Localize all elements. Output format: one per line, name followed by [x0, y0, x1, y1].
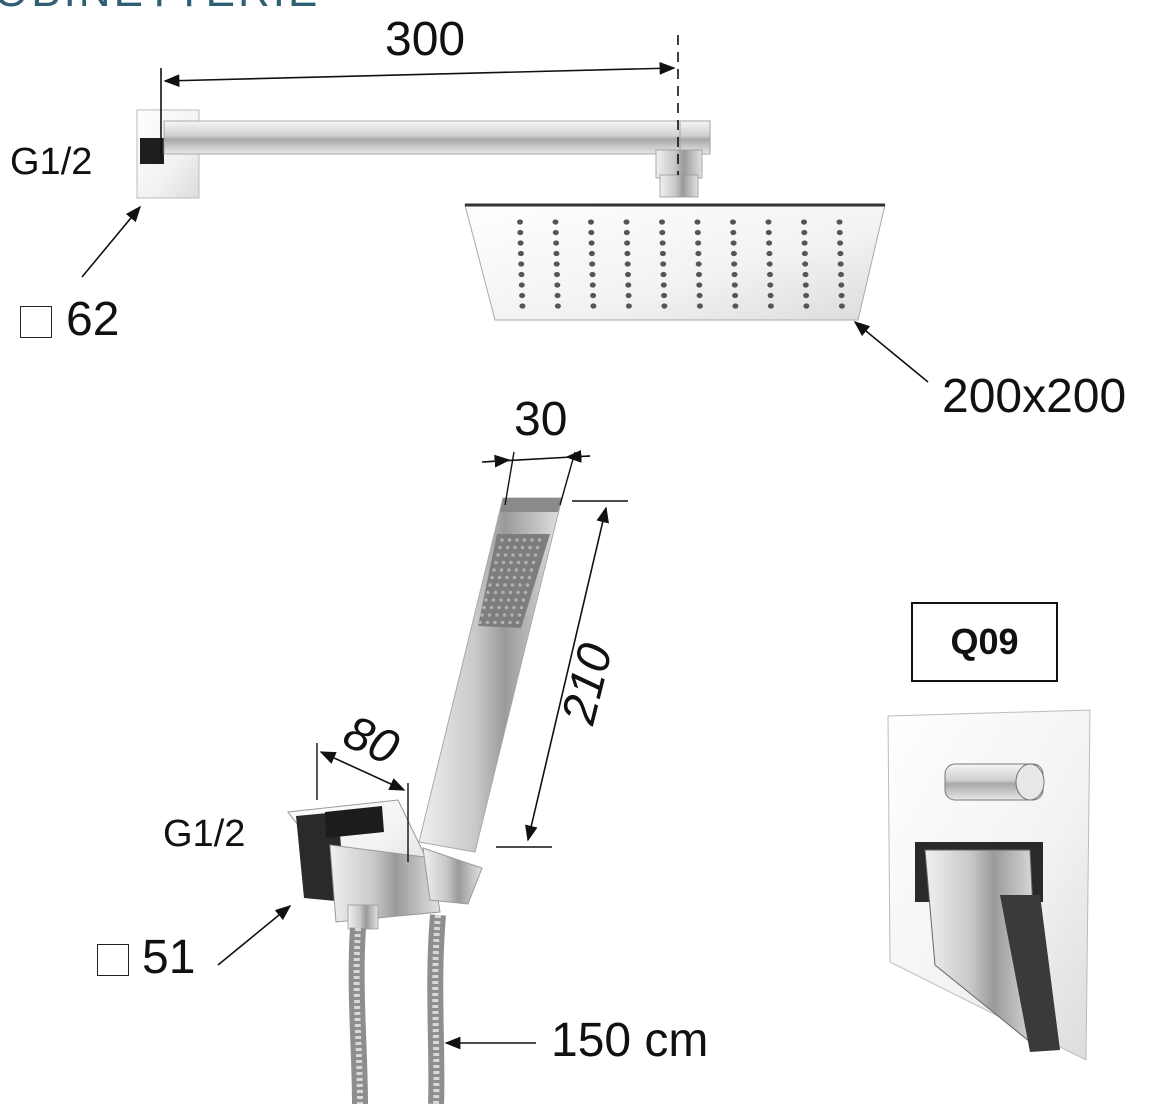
- square-section-icon-bottom: [97, 944, 129, 976]
- mixer-valve: [887, 709, 1091, 1061]
- dim-hand-length-line: [496, 500, 628, 848]
- dim-hand-width-line: [481, 449, 591, 506]
- leader-holder-flange: [217, 904, 292, 966]
- label-holder-flange: 51: [142, 931, 196, 984]
- label-head-size: 200x200: [942, 370, 1127, 423]
- label-flange-top: 62: [66, 293, 120, 346]
- hose: [348, 914, 446, 1104]
- leader-head-size: [853, 320, 929, 383]
- brand-logo-text: OBINETTERIE: [0, 0, 320, 14]
- square-section-icon-top: [20, 306, 52, 338]
- label-hose-length: 150 cm: [551, 1014, 709, 1067]
- shower-head: [464, 203, 886, 321]
- dim-arm-length-line: [160, 35, 679, 175]
- label-wall-thread-bottom: G1/2: [163, 813, 246, 855]
- wall-outlet-holder: [287, 799, 483, 930]
- shower-head-nozzles: [517, 219, 845, 309]
- leader-flange-top: [81, 205, 142, 278]
- label-wall-thread-top: G1/2: [10, 141, 93, 183]
- dim-holder-depth-line: [316, 743, 409, 862]
- shower-arm: [163, 120, 711, 198]
- label-hand-width: 30: [514, 393, 568, 446]
- hand-shower: [418, 497, 563, 853]
- model-code-box: Q09: [911, 602, 1058, 682]
- label-arm-length: 300: [385, 13, 466, 66]
